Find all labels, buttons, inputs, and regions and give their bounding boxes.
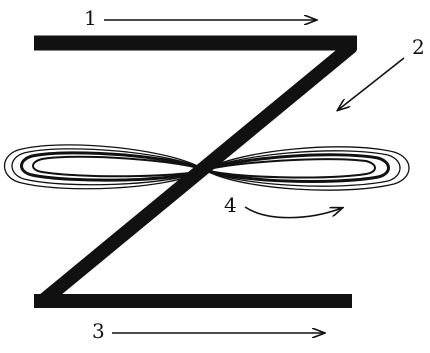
label-2: 2 (412, 35, 425, 59)
arrow-4 (244, 206, 342, 219)
label-4: 4 (224, 193, 237, 217)
arrow-2 (338, 57, 405, 110)
field-loops-left (3, 144, 209, 190)
label-1: 1 (84, 6, 97, 30)
field-loops-right (200, 146, 410, 191)
label-3: 3 (92, 319, 105, 343)
